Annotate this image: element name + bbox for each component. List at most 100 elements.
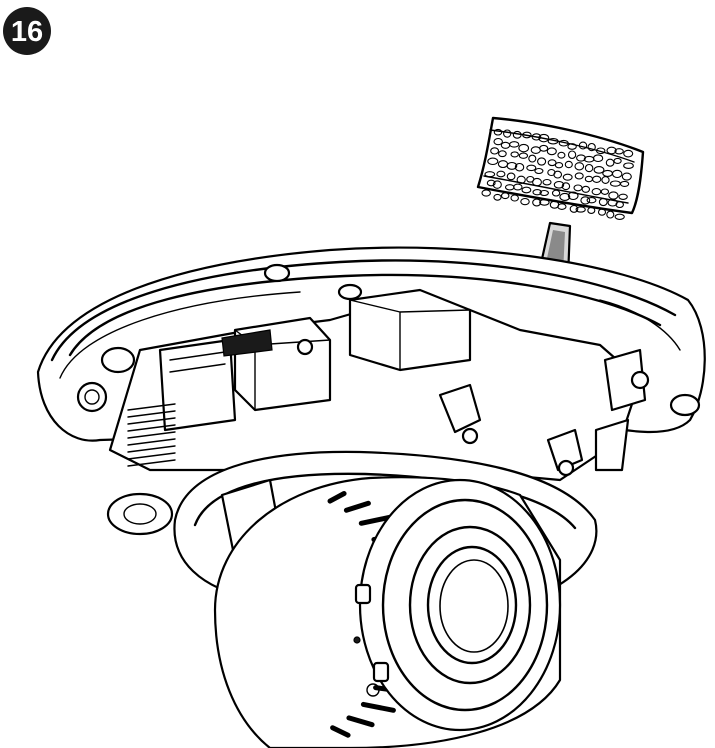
lens-rib (343, 500, 371, 513)
desiccant-bead (498, 150, 507, 158)
lens-rib (330, 725, 351, 738)
desiccant-bead (567, 150, 577, 159)
desiccant-bead (547, 137, 559, 145)
desiccant-bead (557, 203, 567, 210)
desiccant-bead (559, 192, 571, 201)
desiccant-bead (503, 129, 512, 138)
heat-sink-fin (127, 459, 176, 467)
desiccant-bead (606, 146, 617, 155)
desiccant-bead (506, 172, 516, 181)
desiccant-bead (530, 146, 541, 154)
desiccant-bead (598, 197, 608, 207)
heat-sink-fin (127, 438, 176, 446)
desiccant-bead (574, 172, 584, 180)
desiccant-bead (500, 192, 510, 200)
desiccant-bead (614, 213, 625, 220)
desiccant-bead (500, 141, 511, 149)
desiccant-bead (518, 143, 530, 153)
desiccant-bead (592, 175, 602, 183)
desiccant-bead (487, 157, 499, 166)
desiccant-bead (532, 177, 542, 187)
heat-sink-fin (127, 403, 176, 411)
desiccant-bead (584, 175, 594, 183)
desiccant-bead (542, 178, 552, 186)
desiccant-bead (605, 158, 615, 167)
heat-sink-fin (127, 424, 176, 432)
heat-sink-fin (127, 445, 176, 453)
desiccant-bead (580, 196, 591, 205)
desiccant-bead (547, 159, 557, 167)
desiccant-bead (538, 133, 550, 143)
desiccant-bead (490, 147, 500, 155)
desiccant-bead (586, 197, 597, 204)
desiccant-bead (575, 206, 586, 213)
desiccant-bead (526, 164, 537, 172)
desiccant-bead (608, 191, 619, 200)
desiccant-bead (595, 147, 606, 155)
desiccant-bead (615, 201, 624, 209)
desiccant-bead (619, 180, 630, 187)
desiccant-bead (614, 148, 624, 155)
desiccant-bead (606, 210, 615, 219)
desiccant-bead (532, 189, 542, 196)
desiccant-bead (522, 131, 532, 139)
desiccant-bead (510, 194, 519, 202)
desiccant-bead (539, 189, 549, 197)
desiccant-bead (531, 133, 542, 141)
desiccant-bead (564, 160, 573, 169)
desiccant-bead (486, 179, 496, 187)
desiccant-bead (553, 180, 565, 189)
desiccant-bead (532, 198, 542, 207)
desiccant-bead (584, 163, 594, 173)
step-badge: 16 (3, 7, 51, 55)
desiccant-bead (611, 169, 623, 179)
desiccant-bead (593, 166, 605, 174)
desiccant-bead (597, 208, 607, 216)
desiccant-bead (574, 162, 585, 171)
desiccant-bead (561, 182, 571, 191)
desiccant-bead (493, 128, 503, 136)
heat-sink-fin (127, 410, 176, 418)
desiccant-bead (567, 143, 577, 150)
desiccant-bead (621, 172, 632, 181)
desiccant-bead (618, 193, 628, 200)
desiccant-bead (573, 184, 583, 192)
desiccant-bead (492, 180, 502, 189)
desiccant-bead (520, 197, 530, 206)
step-number: 16 (11, 16, 43, 48)
desiccant-bead (613, 157, 622, 164)
desiccant-bead (509, 141, 520, 148)
desiccant-bead (493, 137, 503, 146)
lens-rib (360, 701, 396, 713)
desiccant-bead (587, 206, 596, 214)
desiccant-bead (576, 154, 586, 162)
desiccant-bead (493, 193, 502, 201)
desiccant-bead (539, 144, 549, 152)
desiccant-bead (512, 130, 522, 139)
desiccant-packet-icon (476, 116, 645, 220)
desiccant-bead (481, 189, 491, 197)
desiccant-bead (497, 160, 509, 169)
desiccant-bead (583, 155, 595, 163)
heat-sink-fin (127, 431, 176, 439)
desiccant-bead (528, 154, 537, 163)
desiccant-bead (484, 171, 496, 178)
lens-rib (327, 491, 347, 504)
desiccant-bead (514, 162, 525, 172)
desiccant-bead (600, 188, 610, 195)
lens-module (213, 476, 562, 748)
desiccant-bead (623, 162, 634, 169)
desiccant-bead (546, 147, 557, 156)
desiccant-bead (591, 187, 602, 196)
desiccant-bead (562, 173, 573, 181)
desiccant-bead (513, 183, 523, 191)
desiccant-bead (601, 176, 610, 184)
desiccant-bead (537, 157, 547, 166)
desiccant-bead (516, 175, 526, 184)
heat-sink-fin (127, 417, 176, 425)
desiccant-bead (578, 141, 588, 150)
desiccant-bead (506, 161, 518, 170)
desiccant-bead (558, 139, 569, 147)
heat-sink-fin (127, 452, 176, 460)
